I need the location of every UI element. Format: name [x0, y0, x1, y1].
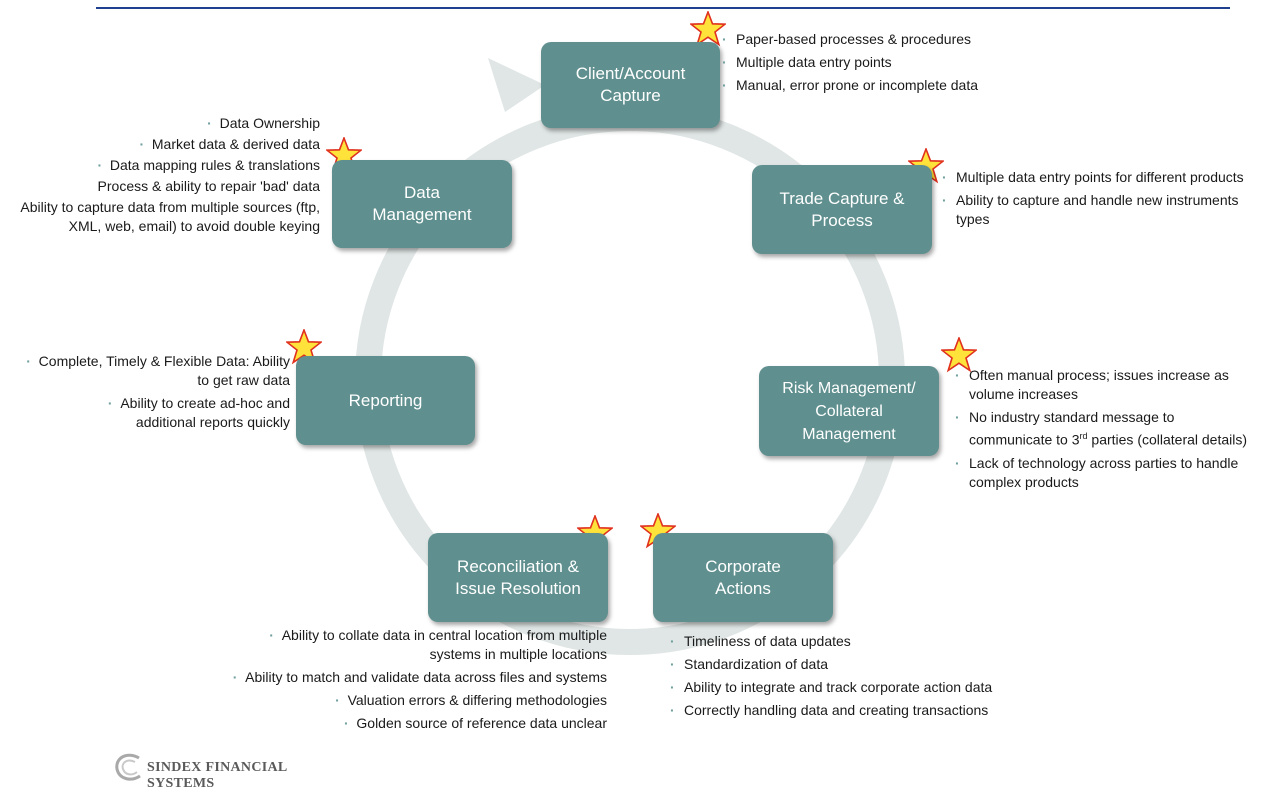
note-item: Market data & derived data — [4, 135, 320, 154]
notes-reconciliation: Ability to collate data in central locat… — [92, 626, 607, 737]
note-item: Ability to collate data in central locat… — [92, 626, 607, 664]
node-label: Client/Account — [575, 64, 686, 83]
note-item: Timeliness of data updates — [670, 632, 1140, 651]
star-icon-reporting — [286, 329, 322, 365]
note-text: Ability to match and validate data acros… — [245, 669, 607, 685]
note-text: Ability to create ad-hoc and additional … — [120, 395, 290, 430]
node-risk-management: Risk Management/ Collateral Management — [759, 366, 939, 456]
note-item: Paper-based processes & procedures — [722, 30, 1122, 49]
node-label: Management — [802, 425, 896, 443]
note-item: Process & ability to repair 'bad' data — [97, 178, 320, 194]
note-item: Ability to capture and handle new instru… — [942, 191, 1252, 229]
note-text: Data Ownership — [219, 115, 320, 131]
note-item: Lack of technology across parties to han… — [955, 454, 1255, 492]
company-logo: SINDEX FINANCIAL SYSTEMS — [113, 752, 343, 791]
node-label: Capture — [600, 86, 661, 105]
node-label: Management — [372, 205, 472, 224]
note-item: Ability to match and validate data acros… — [92, 668, 607, 687]
note-superscript: rd — [1079, 431, 1088, 441]
notes-corporate: Timeliness of data updates Standardizati… — [670, 632, 1140, 724]
note-item: Valuation errors & differing methodologi… — [92, 691, 607, 710]
node-label: Trade Capture & — [779, 188, 905, 208]
node-label: Collateral — [815, 402, 883, 420]
note-item: Correctly handling data and creating tra… — [670, 701, 1140, 720]
notes-risk: Often manual process; issues increase as… — [955, 366, 1255, 496]
note-item: Manual, error prone or incomplete data — [722, 76, 1122, 95]
header-rule — [96, 7, 1230, 9]
note-text: Data mapping rules & translations — [109, 157, 320, 173]
node-corporate-actions: Corporate Actions — [653, 533, 833, 622]
notes-client: Paper-based processes & procedures Multi… — [722, 30, 1122, 99]
note-item: Complete, Timely & Flexible Data: Abilit… — [22, 352, 290, 390]
node-data-management: Data Management — [332, 160, 512, 248]
note-text: Golden source of reference data unclear — [356, 715, 607, 731]
note-item: Often manual process; issues increase as… — [955, 366, 1255, 404]
node-reconciliation: Reconciliation & Issue Resolution — [428, 533, 608, 622]
node-label: Issue Resolution — [455, 578, 581, 598]
node-label: Process — [811, 210, 873, 230]
note-text: Market data & derived data — [151, 136, 320, 152]
note-text: Complete, Timely & Flexible Data: Abilit… — [38, 353, 290, 388]
star-icon-risk — [941, 337, 977, 373]
node-client-account-capture: Client/Account Capture — [541, 42, 720, 128]
node-reporting: Reporting — [296, 356, 475, 445]
note-text: parties (collateral details) — [1087, 431, 1248, 448]
note-item: No industry standard message to communic… — [955, 408, 1255, 450]
node-label: Risk Management/ — [782, 379, 916, 397]
node-label: Corporate — [705, 556, 781, 576]
note-item: Multiple data entry points — [722, 53, 1122, 72]
notes-data-management: Data Ownership Market data & derived dat… — [4, 114, 320, 238]
node-label: Reporting — [348, 390, 423, 410]
node-trade-capture: Trade Capture & Process — [752, 165, 932, 254]
logo-swirl-icon — [115, 753, 141, 781]
note-text: Valuation errors & differing methodologi… — [347, 692, 607, 708]
notes-trade: Multiple data entry points for different… — [942, 168, 1252, 233]
notes-reporting: Complete, Timely & Flexible Data: Abilit… — [22, 352, 290, 436]
note-item: Ability to integrate and track corporate… — [670, 678, 1140, 697]
note-item: Standardization of data — [670, 655, 1140, 674]
note-item: Data Ownership — [4, 114, 320, 133]
cycle-arrowhead — [488, 58, 545, 112]
star-icon-client — [690, 11, 726, 47]
note-item: Multiple data entry points for different… — [942, 168, 1252, 187]
note-item: Ability to create ad-hoc and additional … — [22, 394, 290, 432]
logo-text: SINDEX FINANCIAL SYSTEMS — [147, 760, 287, 791]
node-label: Reconciliation & — [457, 556, 579, 576]
note-text: Ability to collate data in central locat… — [281, 627, 607, 662]
node-label: Actions — [715, 578, 771, 598]
note-item: Data mapping rules & translations — [4, 156, 320, 175]
note-item: Ability to capture data from multiple so… — [20, 199, 320, 234]
note-item: Golden source of reference data unclear — [92, 714, 607, 733]
node-label: Data — [404, 183, 440, 202]
note-text: No industry standard message to communic… — [969, 409, 1175, 448]
